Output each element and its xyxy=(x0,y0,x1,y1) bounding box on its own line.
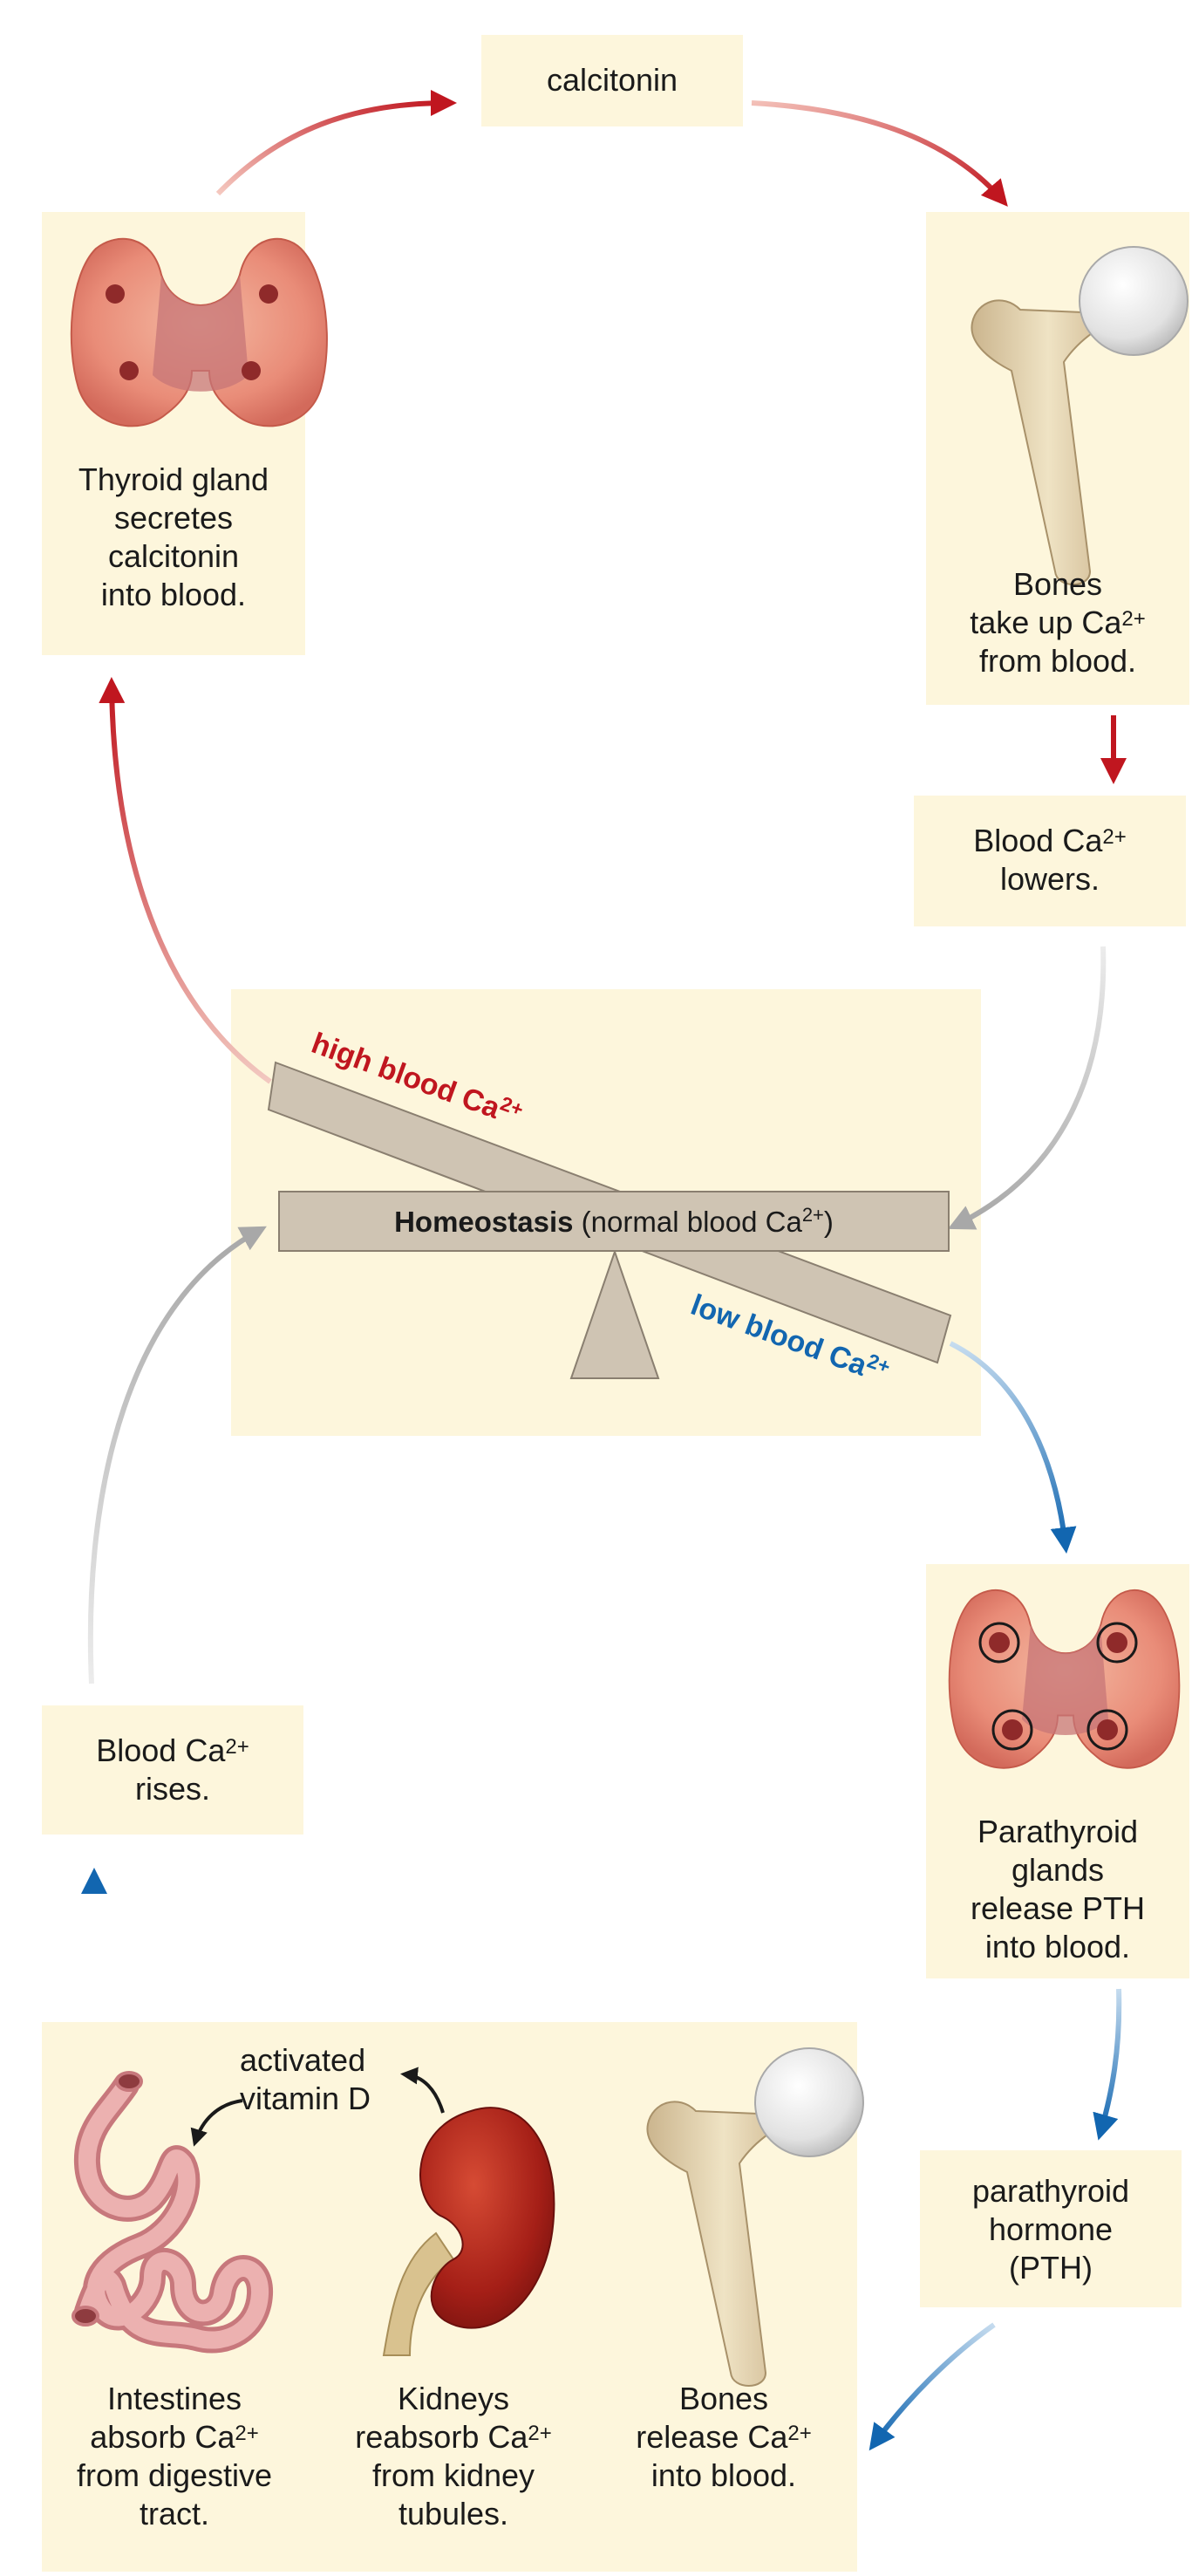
bones-uptake-label: Bones take up Ca2+ from blood. xyxy=(970,566,1146,679)
bones-release-label: Bones release Ca2+ into blood. xyxy=(636,2381,812,2493)
arrow-vitamin-to-intestine xyxy=(190,2099,243,2147)
balance-scale xyxy=(267,1061,952,1379)
kidney-icon xyxy=(382,2107,555,2356)
parathyroid-gland-icon xyxy=(948,1589,1181,1769)
homeostasis-label: Homeostasis (normal blood Ca2+) xyxy=(394,1204,834,1238)
parathyroid-label: Parathyroid glands release PTH into bloo… xyxy=(970,1814,1146,1964)
thyroid-gland-icon xyxy=(70,237,328,427)
fulcrum xyxy=(569,1248,660,1379)
arrow-parathyroid-to-pth xyxy=(1093,1988,1122,2141)
arrow-rises-to-homeostasis xyxy=(87,1226,267,1684)
blood-lowers-box xyxy=(914,796,1186,926)
arrow-high-to-thyroid xyxy=(99,677,272,1084)
arrow-kidney-to-vitamin xyxy=(400,2067,445,2114)
arrow-pth-to-effectors xyxy=(868,2322,996,2451)
intestines-label: Intestines absorb Ca2+ from digestive tr… xyxy=(76,2381,273,2532)
vitamin-d-label: activated vitamin D xyxy=(240,2042,371,2116)
calcitonin-label: calcitonin xyxy=(546,62,678,98)
arrow-low-to-parathyroid xyxy=(949,1341,1077,1554)
femur-bone-release-icon xyxy=(646,2047,864,2387)
kidneys-label: Kidneys reabsorb Ca2+ from kidney tubule… xyxy=(355,2381,552,2532)
blood-rises-box xyxy=(42,1705,303,1835)
arrow-lowers-to-homeostasis xyxy=(947,946,1107,1230)
pth-label: parathyroid hormone (PTH) xyxy=(971,2173,1130,2286)
arrow-calcitonin-to-bones xyxy=(751,100,1008,207)
blood-rises-label: Blood Ca2+ rises. xyxy=(96,1732,249,1807)
intestine-icon xyxy=(72,2071,273,2354)
calcitonin-box xyxy=(481,35,743,126)
pth-box xyxy=(920,2150,1182,2307)
femur-bone-icon xyxy=(971,246,1189,585)
thyroid-label: Thyroid gland secretes calcitonin into b… xyxy=(78,461,269,612)
arrow-thyroid-to-calcitonin xyxy=(215,90,457,196)
blood-lowers-label: Blood Ca2+ lowers. xyxy=(973,823,1127,897)
level-beam xyxy=(278,1191,950,1252)
